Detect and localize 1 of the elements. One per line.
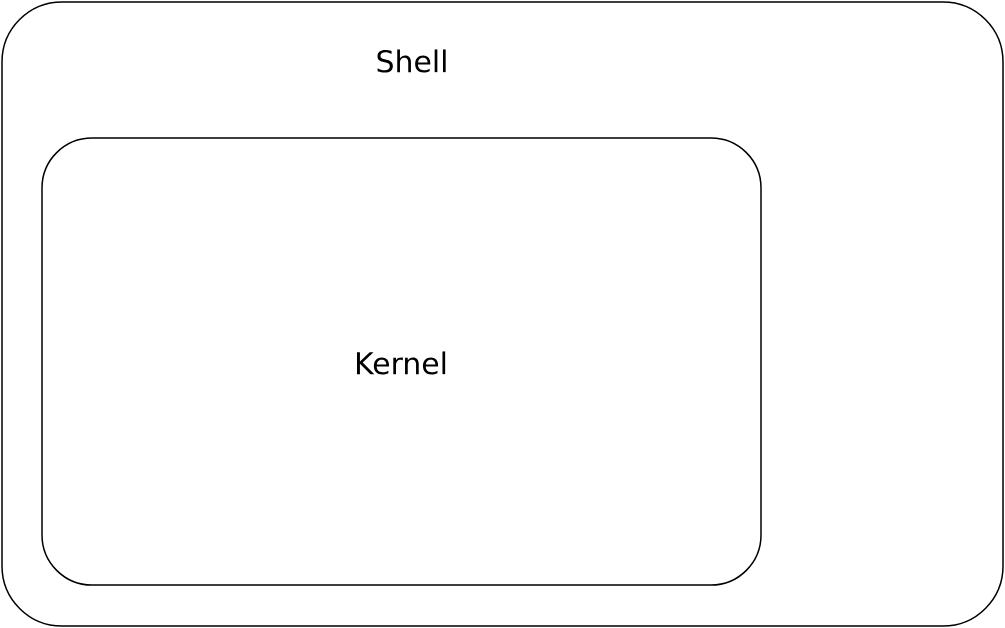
- rounded-box: Kernel: [41, 137, 762, 586]
